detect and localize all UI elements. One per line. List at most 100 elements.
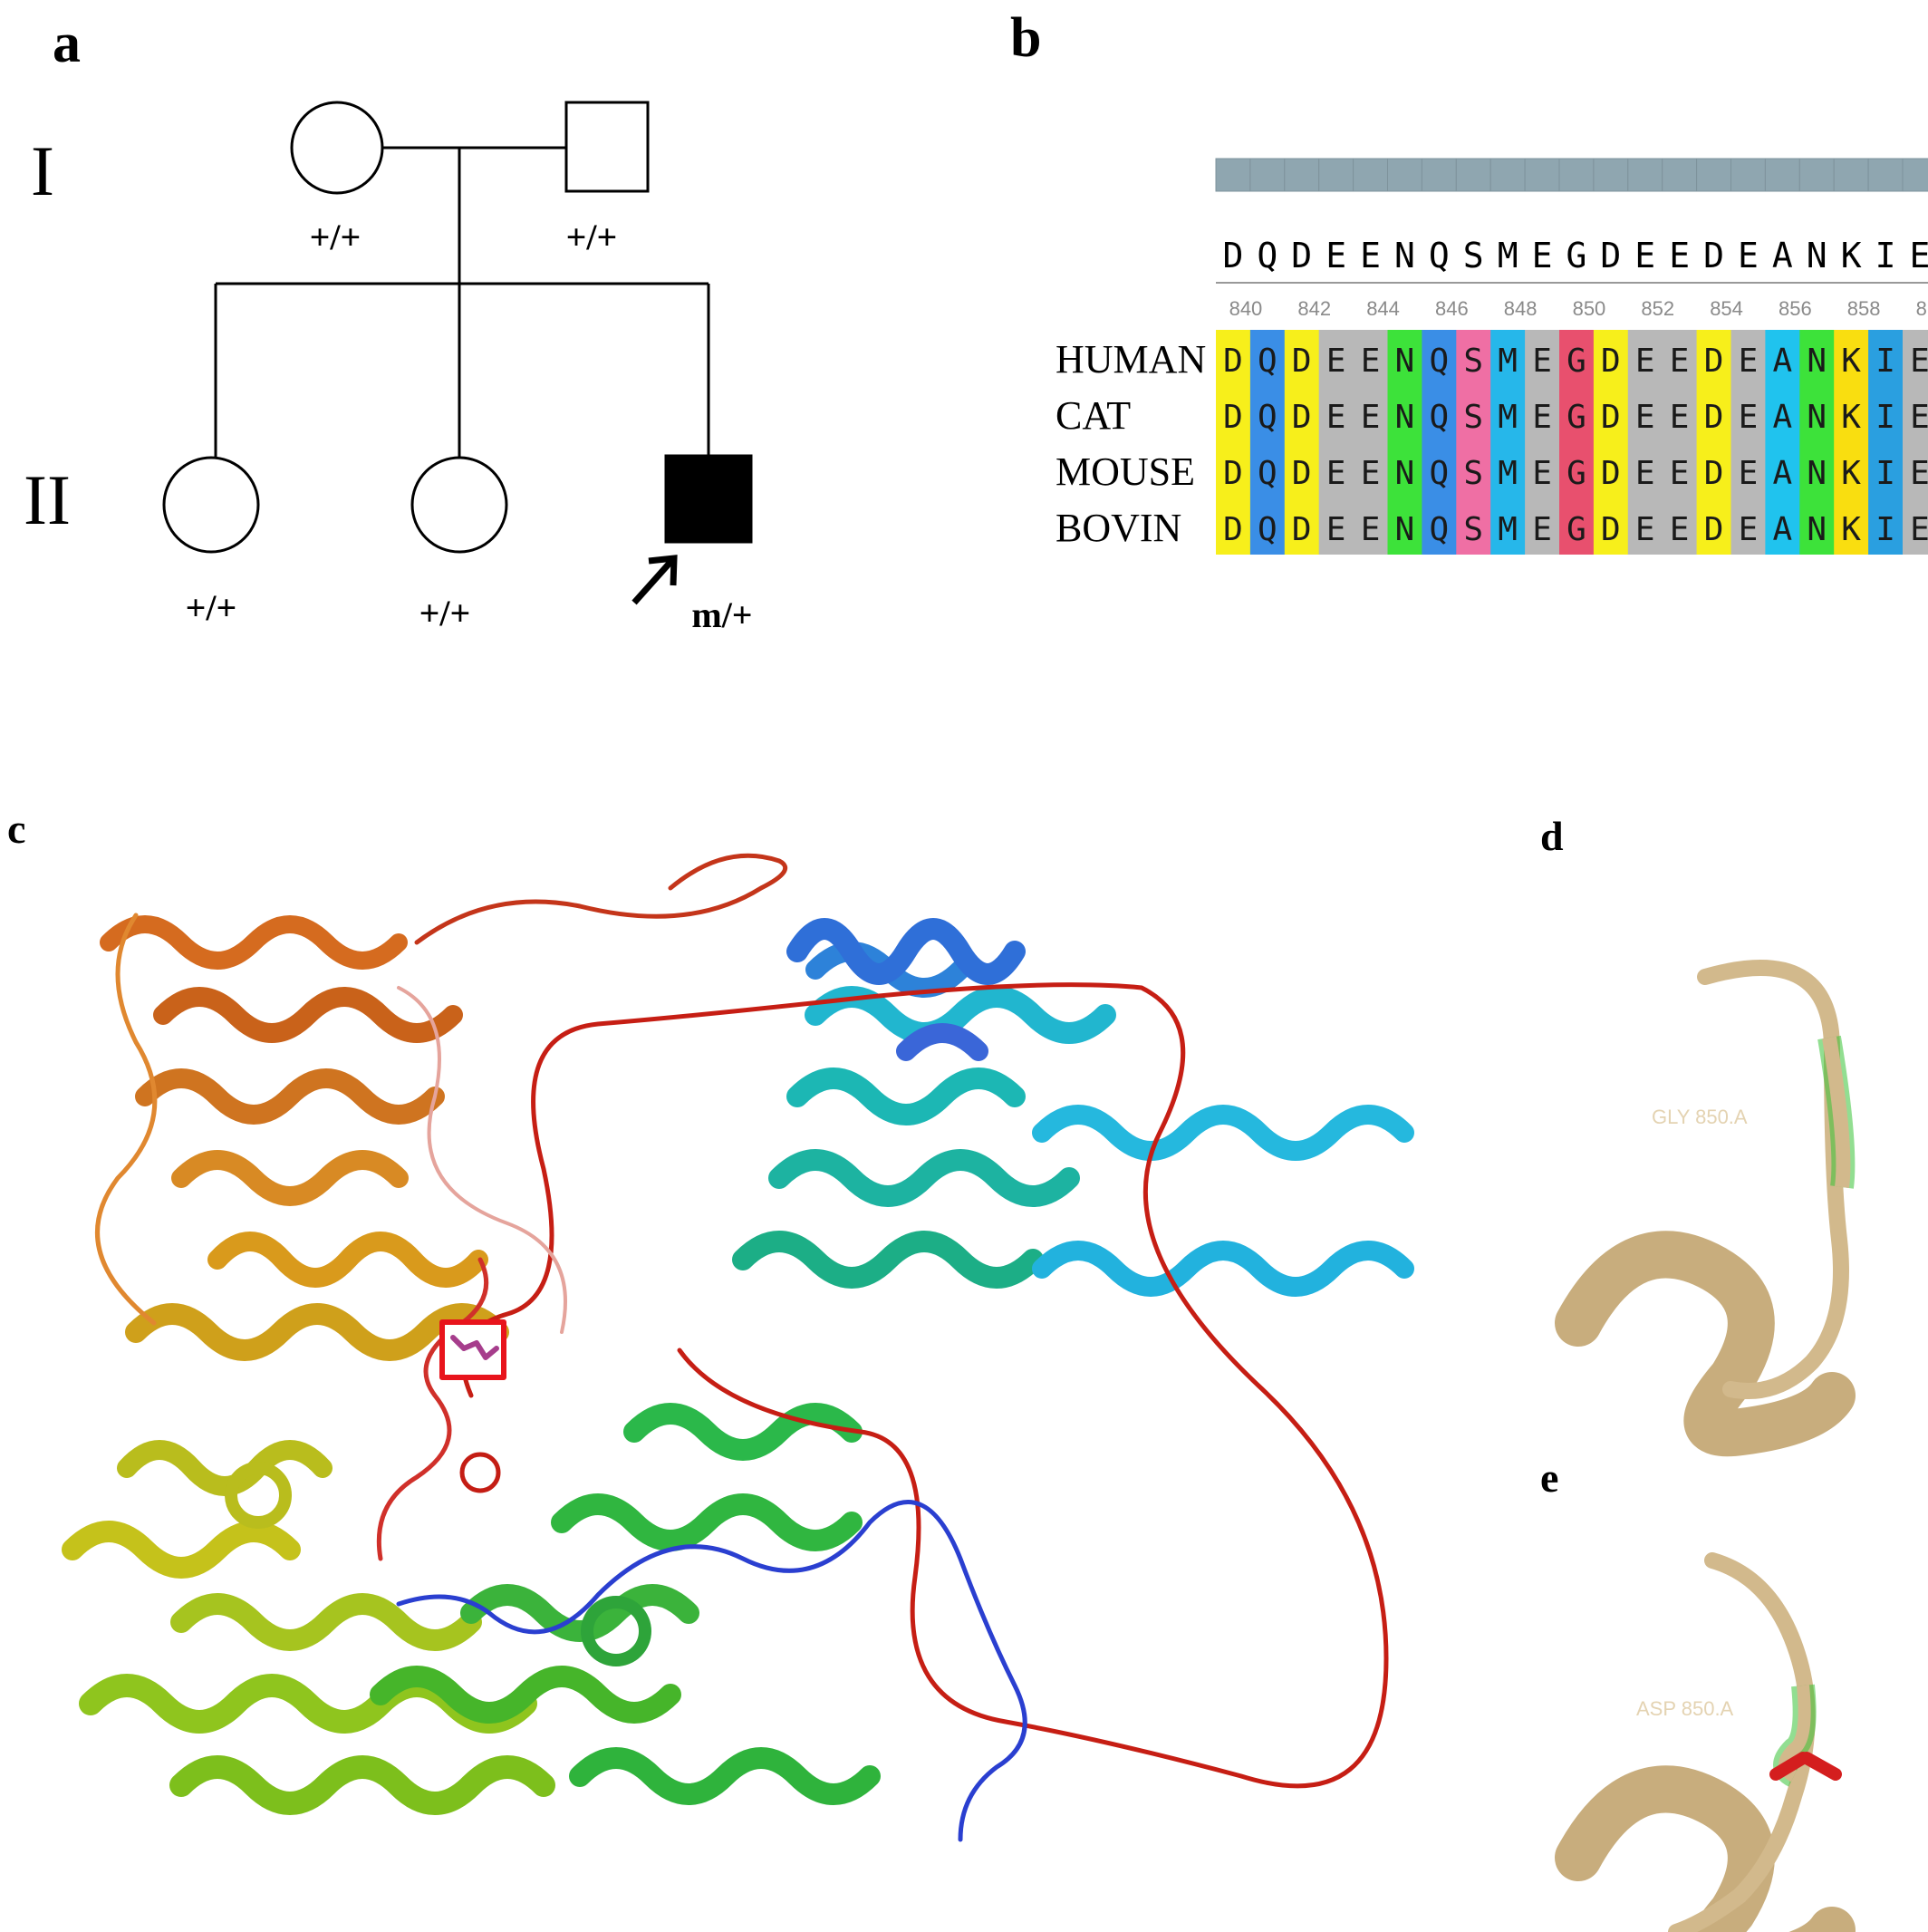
alignment-residue: Q [1430, 343, 1450, 380]
alignment-cell [1868, 442, 1904, 498]
generation-label-2: II [24, 460, 71, 539]
alignment-residue: I [1875, 455, 1895, 492]
alignment-cell [1559, 330, 1595, 386]
alignment-residue: D [1704, 511, 1724, 548]
alignment-residue: M [1498, 343, 1518, 380]
carboxyl-oxygen-right [1800, 1752, 1842, 1781]
alignment-residue: Q [1258, 343, 1277, 380]
pedigree-chart: I II +/+ +/+ +/+ +/+ m/+ [24, 101, 753, 635]
alignment-residue: S [1463, 511, 1483, 548]
alignment-cell [1834, 442, 1869, 498]
position-number: 860 [1916, 297, 1928, 320]
alignment-residue: E [1361, 399, 1381, 436]
consensus-residue: D [1291, 236, 1312, 275]
alignment-residue: D [1223, 511, 1243, 548]
alignment-cell [1765, 442, 1800, 498]
panel-label-b: b [1010, 7, 1041, 69]
generation-label-1: I [31, 131, 54, 210]
position-number: 840 [1229, 297, 1263, 320]
genotype-gen2-2: +/+ [419, 593, 471, 633]
alignment-residue: Q [1430, 511, 1450, 548]
alignment-cell [1525, 442, 1560, 498]
alignment-cell [1387, 330, 1422, 386]
alignment-cell [1593, 498, 1629, 555]
alignment-cell [1627, 498, 1663, 555]
pedigree-female-gen2-2 [410, 456, 508, 554]
alignment-residue: D [1601, 455, 1621, 492]
alignment-residue: D [1223, 343, 1243, 380]
consensus-residue: G [1566, 236, 1587, 275]
alignment-header-cell [1284, 158, 1320, 192]
alignment-cell [1662, 330, 1698, 386]
alignment-cell [1593, 330, 1629, 386]
alignment-header-cell [1215, 158, 1251, 192]
alignment-header-cell [1798, 158, 1835, 192]
alignment-residue: M [1498, 399, 1518, 436]
alignment-cell [1799, 330, 1835, 386]
alignment-residue: E [1635, 455, 1655, 492]
alignment-cell [1353, 498, 1388, 555]
alignment-cell [1696, 442, 1731, 498]
alignment-header-cell [1662, 158, 1698, 192]
alignment-cell [1730, 330, 1766, 386]
alignment-cell [1525, 330, 1560, 386]
genotype-gen2-1: +/+ [186, 587, 237, 628]
alignment-cell [1353, 386, 1388, 442]
alignment-residue: E [1635, 343, 1655, 380]
helix-blue-top [786, 918, 1026, 985]
alignment-residue: K [1841, 511, 1861, 548]
alignment-cell [1627, 442, 1663, 498]
pedigree-female-gen2-1 [162, 456, 260, 554]
alignment-residue: M [1498, 511, 1518, 548]
alignment-residue: D [1292, 343, 1312, 380]
alignment-residue: I [1875, 343, 1895, 380]
alignment-cell [1903, 386, 1928, 442]
alignment-residue: D [1704, 455, 1724, 492]
alignment-cell [1353, 330, 1388, 386]
alignment-residue: Q [1258, 399, 1277, 436]
species-label: MOUSE [1056, 449, 1195, 494]
alignment-cell [1593, 442, 1629, 498]
alignment-cell [1284, 330, 1320, 386]
alignment-cell [1249, 386, 1286, 442]
alignment-cell [1318, 442, 1354, 498]
alignment-residue: D [1223, 455, 1243, 492]
alignment-header-cell [1867, 158, 1904, 192]
alignment-residue: E [1910, 455, 1928, 492]
alignment-residue: K [1841, 455, 1861, 492]
alignment-cell [1525, 386, 1560, 442]
alignment-residue: N [1395, 343, 1415, 380]
position-number: 842 [1297, 297, 1331, 320]
alignment-residue: E [1910, 343, 1928, 380]
consensus-residue: S [1463, 236, 1484, 275]
alignment-residue: I [1875, 511, 1895, 548]
alignment-residue: E [1532, 455, 1552, 492]
alignment-cell [1249, 442, 1286, 498]
alignment-cell [1662, 498, 1698, 555]
alignment-residue: D [1292, 399, 1312, 436]
alignment-residue: E [1532, 343, 1552, 380]
position-number: 848 [1504, 297, 1538, 320]
position-number: 854 [1710, 297, 1743, 320]
species-label: CAT [1056, 393, 1131, 438]
alignment-cell [1903, 498, 1928, 555]
alignment-residue: D [1704, 343, 1724, 380]
consensus-residue: N [1807, 236, 1827, 275]
alignment-header-cell [1524, 158, 1560, 192]
pedigree-female-gen1 [290, 101, 384, 195]
alignment-residue: I [1875, 399, 1895, 436]
alignment-residue: A [1773, 399, 1793, 436]
alignment-cell [1868, 330, 1904, 386]
alignment-residue: G [1566, 343, 1586, 380]
alignment-residue: N [1395, 399, 1415, 436]
alignment-cell [1387, 498, 1422, 555]
species-label: HUMAN [1056, 337, 1206, 382]
alignment-residue: D [1223, 399, 1243, 436]
position-number: 856 [1779, 297, 1812, 320]
alignment-header-cell [1696, 158, 1731, 192]
backbone-tube-mut [1668, 1552, 1816, 1932]
alignment-residue: E [1361, 343, 1381, 380]
structure-closeup-wildtype: GLY 850.A [1555, 960, 1856, 1457]
backbone-tube-wt [1697, 960, 1849, 1399]
alignment-cell [1730, 442, 1766, 498]
